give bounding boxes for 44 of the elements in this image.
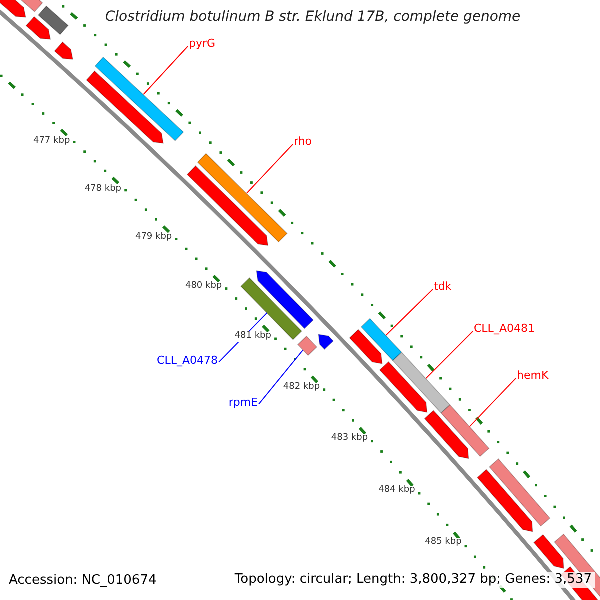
gene-label: hemK <box>517 370 549 382</box>
gene-block <box>26 16 52 40</box>
gene-bar <box>38 6 69 36</box>
gene-block <box>186 166 269 246</box>
gene-bar <box>360 318 402 362</box>
gene-block <box>424 410 470 460</box>
gene-bar <box>489 458 551 527</box>
leader-line <box>426 331 474 380</box>
gene-bar <box>392 352 451 414</box>
gene-block <box>379 361 428 413</box>
gene-block <box>477 469 534 532</box>
gene-block <box>534 534 564 570</box>
gene-label: CLL_A0481 <box>474 323 535 336</box>
scale-label: 483 kbp <box>330 434 370 444</box>
gene-bar <box>297 336 318 356</box>
scale-label: 479 kbp <box>134 233 174 244</box>
gene-bar <box>440 404 490 458</box>
gene-block <box>0 0 26 18</box>
leader-line <box>386 289 434 336</box>
scale-label: 480 kbp <box>184 282 224 292</box>
gene-block <box>349 329 383 364</box>
gene-block <box>318 334 334 350</box>
gene-block <box>256 270 314 330</box>
scale-label: 485 kbp <box>424 538 463 548</box>
gene-label: rho <box>294 136 312 148</box>
leader-line <box>143 46 188 96</box>
scale-label: 477 kbp <box>32 136 72 147</box>
title-text: Clostridium botulinum B str. Eklund 17B, complete genome <box>105 10 521 26</box>
accession-text: Accession: NC_010674 <box>9 574 157 588</box>
gene-label: pyrG <box>189 38 216 50</box>
genome-info-text: Topology: circular; Length: 3,800,327 bp; Genes: 3,537 <box>232 572 595 588</box>
gene-bar <box>94 56 184 142</box>
gene-label: rpmE <box>228 397 258 410</box>
scale-label: 484 kbp <box>378 486 416 496</box>
scale-label: 481 kbp <box>234 332 272 342</box>
gene-label: tdk <box>434 281 452 294</box>
scale-label: 478 kbp <box>84 184 122 195</box>
scale-label: 482 kbp <box>282 382 322 393</box>
gene-block <box>86 70 164 144</box>
gene-block <box>54 42 74 60</box>
gene-label: CLL_A0478 <box>157 355 218 368</box>
leader-line <box>469 378 516 428</box>
leader-line <box>258 350 304 405</box>
gene-bar <box>197 153 288 243</box>
